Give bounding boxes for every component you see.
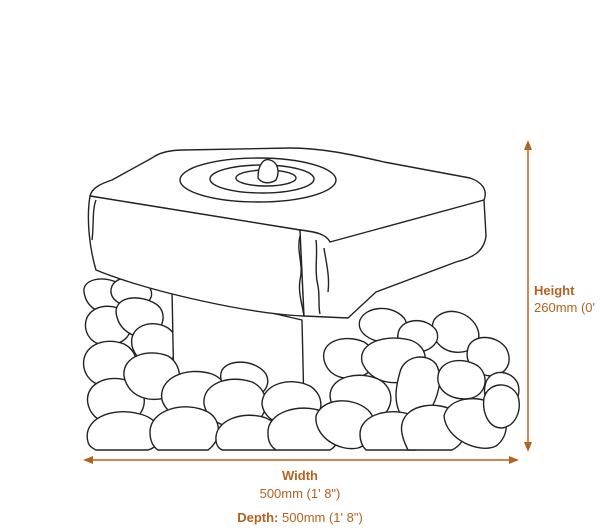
width-arrow-left	[83, 456, 93, 464]
depth-label: Depth:	[237, 510, 279, 525]
width-value: 500mm (1' 8")	[259, 486, 341, 501]
height-arrow-bottom	[524, 442, 532, 452]
height-value: 260mm (0'	[534, 300, 596, 315]
slab-left-face	[87, 195, 305, 317]
depth-value: 500mm (1' 8")	[282, 510, 363, 525]
slab-right-face	[299, 199, 487, 319]
width-label: Width	[282, 468, 318, 483]
depth-dimension: Depth: 500mm (1' 8")	[0, 510, 600, 525]
pebble	[395, 356, 441, 421]
pebble	[482, 384, 520, 429]
height-arrow-top	[524, 140, 532, 150]
spout	[257, 158, 279, 184]
height-label: Height	[534, 283, 575, 298]
ripple-outer	[179, 157, 337, 203]
pebble	[437, 359, 486, 400]
pebble	[149, 406, 220, 451]
width-arrow-right	[509, 456, 519, 464]
